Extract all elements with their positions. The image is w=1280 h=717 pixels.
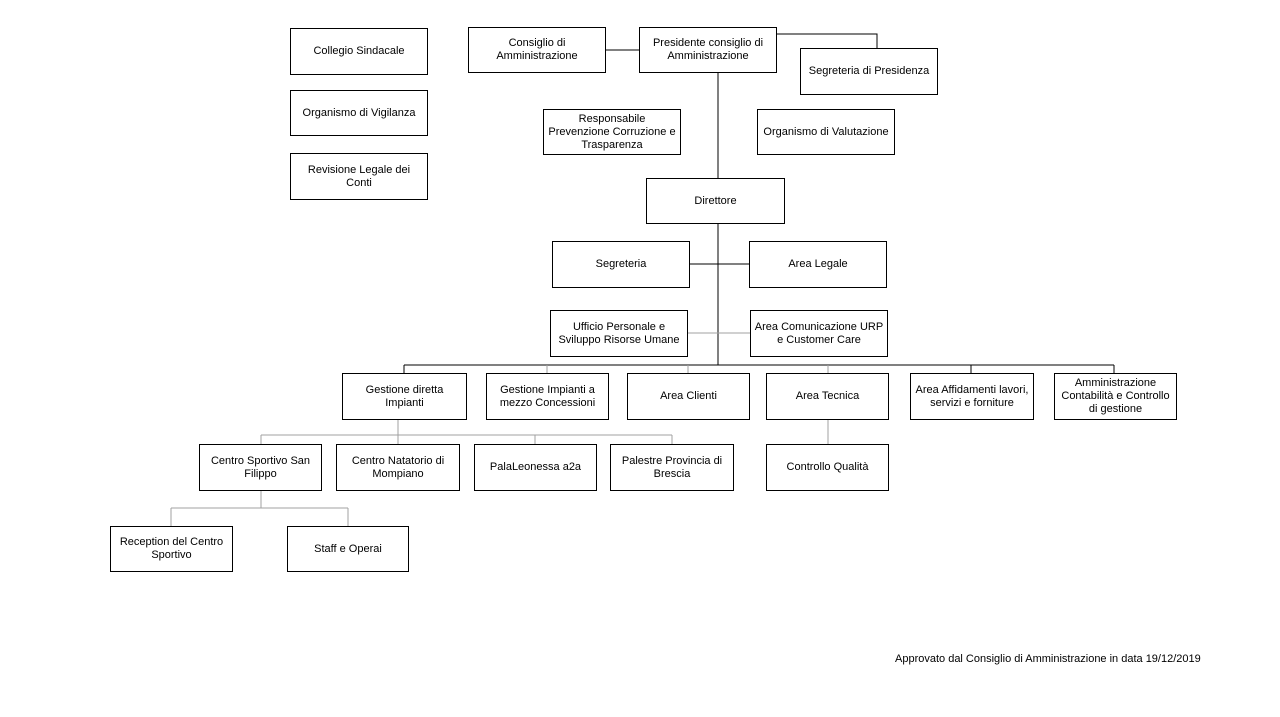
presidente-consiglio-box: Presidente consiglio di Amministrazione	[639, 27, 777, 73]
centro-natatorio-label: Centro Natatorio di Mompiano	[351, 454, 445, 480]
gestione-concessioni-box: Gestione Impianti a mezzo Concessioni	[486, 373, 609, 420]
area-clienti-label: Area Clienti	[660, 390, 717, 402]
area-tecnica-box: Area Tecnica	[766, 373, 889, 420]
area-comunicazione-label: Area Comunicazione URP e Customer Care	[754, 320, 884, 346]
ufficio-personale-label: Ufficio Personale e Sviluppo Risorse Uma…	[558, 320, 680, 346]
approval-note: Approvato dal Consiglio di Amministrazio…	[895, 653, 1201, 665]
palaleonessa-label: PalaLeonessa a2a	[489, 461, 582, 473]
area-legale-label: Area Legale	[788, 258, 848, 270]
ufficio-personale-box: Ufficio Personale e Sviluppo Risorse Uma…	[550, 310, 688, 357]
responsabile-prevenzione-box: Responsabile Prevenzione Corruzione e Tr…	[543, 109, 681, 155]
consiglio-amministrazione-box: Consiglio di Amministrazione	[468, 27, 606, 73]
area-affidamenti-label: Area Affidamenti lavori, servizi e forni…	[915, 383, 1029, 409]
consiglio-amministrazione-label: Consiglio di Amministrazione	[496, 37, 578, 62]
centro-natatorio-box: Centro Natatorio di Mompiano	[336, 444, 460, 491]
revisione-legale-label: Revisione Legale dei Conti	[307, 163, 411, 189]
area-affidamenti-box: Area Affidamenti lavori, servizi e forni…	[910, 373, 1034, 420]
amministrazione-contabilita-box: Amministrazione Contabilità e Controllo …	[1054, 373, 1177, 420]
centro-sportivo-label: Centro Sportivo San Filippo	[210, 454, 311, 480]
palestre-provincia-label: Palestre Provincia di Brescia	[621, 454, 723, 480]
organismo-valutazione-box: Organismo di Valutazione	[757, 109, 895, 155]
gestione-diretta-label: Gestione diretta Impianti	[365, 383, 444, 409]
organismo-vigilanza-box: Organismo di Vigilanza	[290, 90, 428, 136]
centro-sportivo-box: Centro Sportivo San Filippo	[199, 444, 322, 491]
area-clienti-box: Area Clienti	[627, 373, 750, 420]
controllo-qualita-box: Controllo Qualità	[766, 444, 889, 491]
direttore-box: Direttore	[646, 178, 785, 224]
organismo-vigilanza-label: Organismo di Vigilanza	[302, 106, 416, 119]
gestione-diretta-box: Gestione diretta Impianti	[342, 373, 467, 420]
segreteria-presidenza-box: Segreteria di Presidenza	[800, 48, 938, 95]
amministrazione-contabilita-label: Amministrazione Contabilità e Controllo …	[1061, 377, 1170, 415]
area-legale-box: Area Legale	[749, 241, 887, 288]
segreteria-box: Segreteria	[552, 241, 690, 288]
palestre-provincia-box: Palestre Provincia di Brescia	[610, 444, 734, 491]
reception-box: Reception del Centro Sportivo	[110, 526, 233, 572]
presidente-consiglio-label: Presidente consiglio di Amministrazione	[652, 37, 764, 62]
area-comunicazione-box: Area Comunicazione URP e Customer Care	[750, 310, 888, 357]
organismo-valutazione-label: Organismo di Valutazione	[763, 125, 889, 138]
collegio-sindacale-box: Collegio Sindacale	[290, 28, 428, 75]
controllo-qualita-label: Controllo Qualità	[786, 461, 869, 473]
staff-operai-box: Staff e Operai	[287, 526, 409, 572]
area-tecnica-label: Area Tecnica	[795, 390, 860, 402]
palaleonessa-box: PalaLeonessa a2a	[474, 444, 597, 491]
segreteria-label: Segreteria	[595, 258, 647, 270]
segreteria-presidenza-label: Segreteria di Presidenza	[808, 65, 930, 77]
responsabile-prevenzione-label: Responsabile Prevenzione Corruzione e Tr…	[548, 112, 676, 151]
revisione-legale-box: Revisione Legale dei Conti	[290, 153, 428, 200]
collegio-sindacale-label: Collegio Sindacale	[313, 45, 405, 57]
direttore-label: Direttore	[694, 194, 737, 207]
staff-operai-label: Staff e Operai	[314, 542, 382, 555]
gestione-concessioni-label: Gestione Impianti a mezzo Concessioni	[499, 383, 596, 409]
reception-label: Reception del Centro Sportivo	[119, 536, 224, 561]
